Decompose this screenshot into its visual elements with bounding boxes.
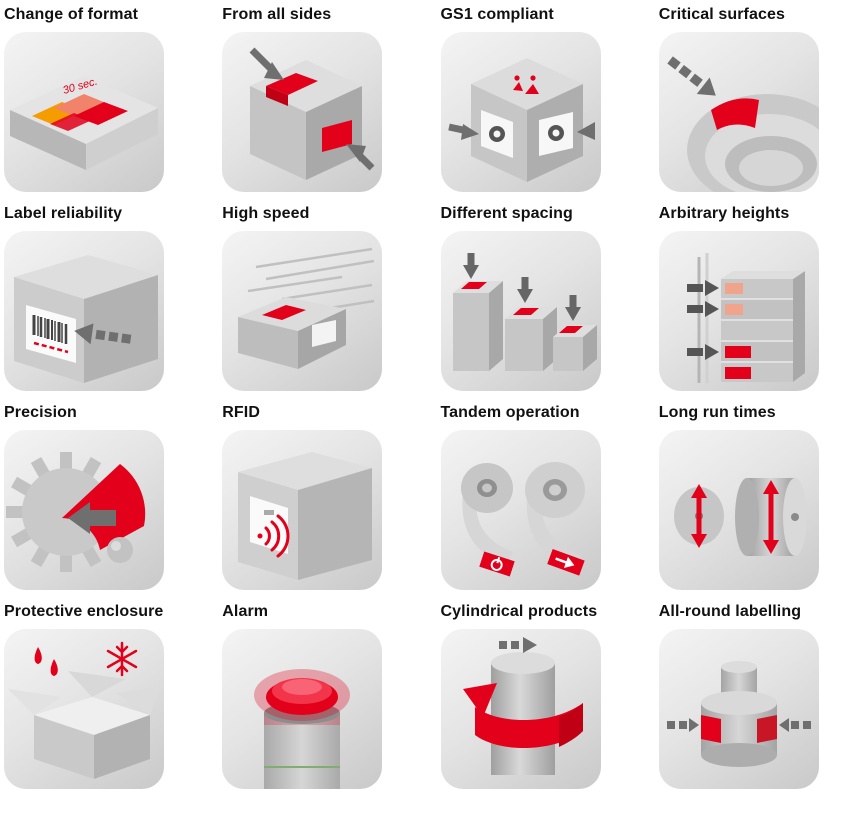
tile-title: Change of format	[4, 6, 139, 23]
droplet-icon	[34, 647, 58, 676]
striped-arrow-icon	[667, 56, 716, 96]
high-speed-icon	[222, 231, 383, 391]
tile-change-of-format: Change of format 30 sec.	[4, 6, 196, 192]
arrow-icon	[249, 47, 285, 80]
long-run-times-icon	[658, 430, 819, 590]
striped-arrow-icon	[498, 637, 537, 653]
tile-title: Precision	[4, 404, 77, 421]
label-reliability-icon	[4, 231, 164, 391]
tandem-operation-icon	[440, 430, 601, 590]
format-labels-icon	[32, 94, 128, 131]
barcode-icon	[32, 315, 68, 344]
down-arrow-icon	[462, 253, 479, 279]
tile-arbitrary-heights: Arbitrary heights	[658, 205, 851, 391]
tile-title: From all sides	[222, 6, 332, 23]
tile-cylindrical-products: Cylindrical products	[440, 603, 633, 789]
tile-precision: Precision	[4, 404, 196, 590]
from-all-sides-icon	[222, 32, 383, 192]
gs1-compliant-icon	[440, 32, 601, 192]
arrow-icon	[68, 502, 116, 534]
tile-rfid: RFID	[222, 404, 414, 590]
tile-title: Protective enclosure	[4, 603, 164, 620]
protective-enclosure-icon	[4, 629, 164, 789]
tile-title: Label reliability	[4, 205, 123, 222]
tile-gs1-compliant: GS1 compliant	[440, 6, 633, 192]
tile-all-round-labelling: All-round labelling	[658, 603, 851, 789]
tile-from-all-sides: From all sides	[222, 6, 414, 192]
wrap-label-icon	[462, 683, 583, 749]
critical-surfaces-icon	[658, 32, 819, 192]
tile-high-speed: High speed	[222, 205, 414, 391]
arrow-icon	[346, 144, 375, 171]
down-arrow-icon	[516, 277, 533, 303]
tile-title: Cylindrical products	[440, 603, 598, 620]
tag-icon	[264, 510, 275, 515]
tile-title: Alarm	[222, 603, 269, 620]
tile-alarm: Alarm	[222, 603, 414, 789]
red-markers-icon	[512, 75, 539, 94]
tile-title: High speed	[222, 205, 310, 222]
striped-arrow-icon	[666, 718, 811, 732]
tile-label-reliability: Label reliability	[4, 205, 196, 391]
tile-critical-surfaces: Critical surfaces	[658, 6, 851, 192]
tile-long-run-times: Long run times	[658, 404, 851, 590]
arbitrary-heights-icon	[658, 231, 819, 391]
tile-title: Tandem operation	[440, 404, 580, 421]
all-round-labelling-icon	[658, 629, 819, 789]
different-spacing-icon	[440, 231, 601, 391]
change-of-format-icon: 30 sec.	[4, 32, 164, 192]
striped-arrow-icon	[74, 323, 132, 345]
down-arrow-icon	[564, 295, 581, 321]
arrow-icon	[447, 122, 595, 140]
power-label-icon	[478, 551, 515, 577]
tile-different-spacing: Different spacing	[440, 205, 633, 391]
arrow-icon	[686, 280, 719, 360]
feed-label-icon	[546, 549, 585, 576]
tile-title: GS1 compliant	[440, 6, 554, 23]
tile-protective-enclosure: Protective enclosure	[4, 603, 196, 789]
wifi-waves-icon	[257, 514, 290, 558]
tile-title: Different spacing	[440, 205, 573, 222]
tile-tandem-operation: Tandem operation	[440, 404, 633, 590]
precision-icon	[4, 430, 164, 590]
double-arrow-icon	[762, 480, 779, 554]
beacon-dome-icon	[254, 669, 351, 721]
snowflake-icon	[106, 641, 138, 677]
speed-lines-icon	[248, 247, 375, 313]
tile-title: RFID	[222, 404, 260, 421]
cylindrical-products-icon	[440, 629, 601, 789]
rfid-icon	[222, 430, 383, 590]
double-arrow-icon	[690, 484, 707, 548]
tile-title: All-round labelling	[658, 603, 802, 620]
tile-title: Critical surfaces	[658, 6, 785, 23]
tile-title: Arbitrary heights	[658, 205, 790, 222]
alarm-icon	[222, 629, 383, 789]
tile-title: Long run times	[658, 404, 776, 421]
